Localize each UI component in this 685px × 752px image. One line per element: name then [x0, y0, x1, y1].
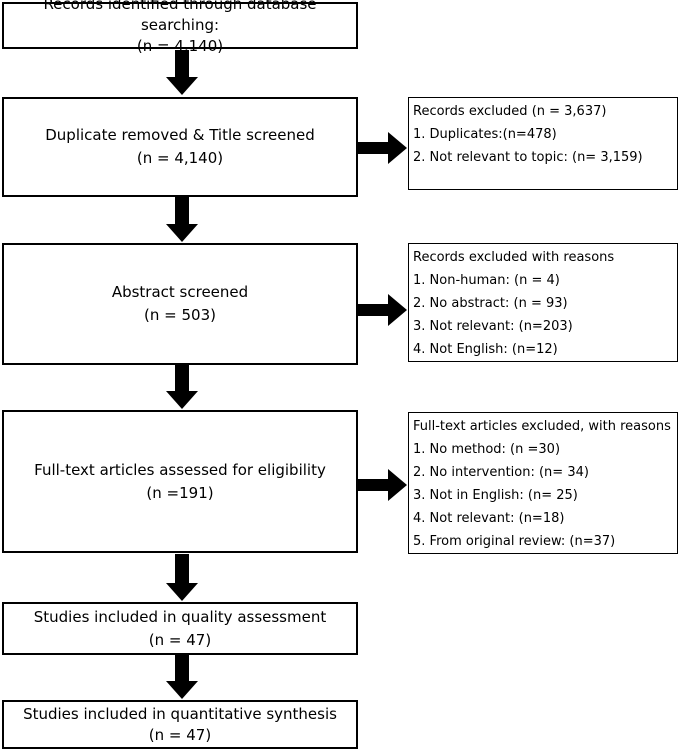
down-arrow-icon	[166, 554, 198, 601]
box-count: (n = 503)	[144, 306, 216, 324]
down-arrow-icon	[166, 365, 198, 409]
exclusion-heading: Records excluded (n = 3,637)	[413, 104, 607, 119]
box-count: (n = 47)	[148, 630, 212, 649]
exclusion-heading: Full-text articles excluded, with reason…	[413, 419, 671, 434]
box-quantitative-synthesis: Studies included in quantitative synthes…	[2, 700, 358, 749]
right-arrow-icon	[358, 469, 407, 501]
exclusion-item: 2. No abstract: (n = 93)	[413, 296, 568, 311]
box-count: (n =191)	[146, 483, 214, 502]
box-quality-assessment: Studies included in quality assessment (…	[2, 602, 358, 655]
box-label: Records identified through database sear…	[43, 0, 317, 34]
box-label: Studies included in quality assessment	[33, 607, 327, 626]
exclusion-box-title: Records excluded (n = 3,637) 1. Duplicat…	[408, 97, 678, 190]
exclusion-item: 1. No method: (n =30)	[413, 442, 561, 457]
right-arrow-icon	[358, 294, 407, 326]
exclusion-item: 2. Not relevant to topic: (n= 3,159)	[413, 150, 643, 165]
box-fulltext-assessed: Full-text articles assessed for eligibil…	[2, 410, 358, 553]
box-records-identified: Records identified through database sear…	[2, 0, 358, 55]
exclusion-item: 5. From original review: (n=37)	[413, 534, 616, 549]
down-arrow-icon	[166, 197, 198, 242]
down-arrow-icon	[166, 655, 198, 699]
exclusion-item: 4. Not relevant: (n=18)	[413, 511, 565, 526]
exclusion-box-abstract: Records excluded with reasons 1. Non-hum…	[408, 243, 678, 362]
exclusion-item: 4. Not English: (n=12)	[413, 342, 558, 357]
box-count: (n = 47)	[148, 725, 212, 744]
exclusion-item: 2. No intervention: (n= 34)	[413, 465, 589, 480]
box-label: Full-text articles assessed for eligibil…	[34, 460, 326, 479]
box-label: Duplicate removed & Title screened	[45, 126, 315, 144]
box-abstract-screened: Abstract screened (n = 503)	[2, 243, 358, 365]
exclusion-item: 3. Not relevant: (n=203)	[413, 319, 573, 334]
exclusion-item: 3. Not in English: (n= 25)	[413, 488, 578, 503]
box-label: Studies included in quantitative synthes…	[23, 704, 337, 723]
box-count: (n = 4,140)	[136, 37, 224, 55]
exclusion-item: 1. Duplicates:(n=478)	[413, 127, 557, 142]
down-arrow-icon	[166, 50, 198, 95]
exclusion-item: 1. Non-human: (n = 4)	[413, 273, 560, 288]
box-title-screened: Duplicate removed & Title screened (n = …	[2, 97, 358, 197]
box-count: (n = 4,140)	[136, 149, 224, 167]
box-label: Abstract screened	[111, 283, 249, 301]
right-arrow-icon	[358, 132, 407, 164]
exclusion-heading: Records excluded with reasons	[413, 250, 615, 265]
exclusion-box-fulltext: Full-text articles excluded, with reason…	[408, 412, 678, 554]
